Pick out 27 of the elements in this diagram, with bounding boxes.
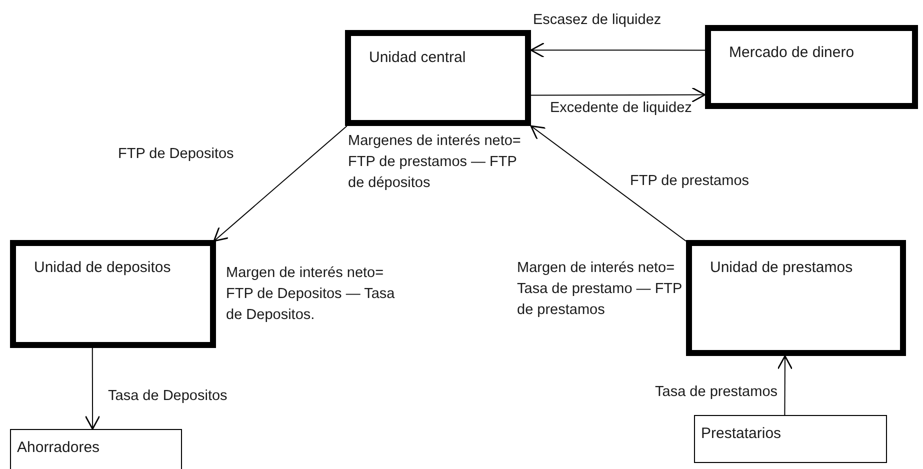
- node-label: Mercado de dinero: [729, 43, 856, 63]
- arrow: [530, 42, 706, 58]
- arrow: [530, 87, 706, 102]
- process-box: [694, 415, 887, 463]
- node-label: Ahorradores: [17, 438, 101, 458]
- edge-label: Tasa de prestamos: [655, 384, 778, 400]
- margin-note: Margenes de interés neto= FTP de prestamos — FTP de dépositos: [348, 132, 522, 194]
- process-box: [10, 429, 182, 469]
- margin-note: Margen de interés neto= FTP de Depositos — Tasa de Depositos.: [226, 264, 396, 326]
- process-box: [345, 30, 531, 126]
- margin-note: Margen de interés neto= Tasa de prestamo — FTP de prestamos: [517, 259, 682, 320]
- process-box: [705, 25, 918, 109]
- node-label: Unidad de prestamos: [710, 258, 854, 278]
- arrow: [213, 126, 348, 242]
- node-label: Unidad de depositos: [34, 258, 172, 278]
- edge-label: Tasa de Depositos: [108, 388, 228, 404]
- node-label: Prestatarios: [701, 424, 782, 444]
- edge-label: FTP de prestamos: [630, 173, 750, 189]
- edge-label: FTP de Depositos: [118, 146, 234, 162]
- node-label: Unidad central: [369, 48, 467, 68]
- process-box: [10, 240, 216, 348]
- edge-label: Escasez de liquidez: [533, 12, 662, 28]
- process-box: [686, 240, 906, 356]
- arrow: [84, 348, 100, 430]
- edge-label: Excedente de liquidez: [550, 100, 692, 116]
- arrow: [777, 355, 793, 416]
- arrow: [530, 125, 686, 242]
